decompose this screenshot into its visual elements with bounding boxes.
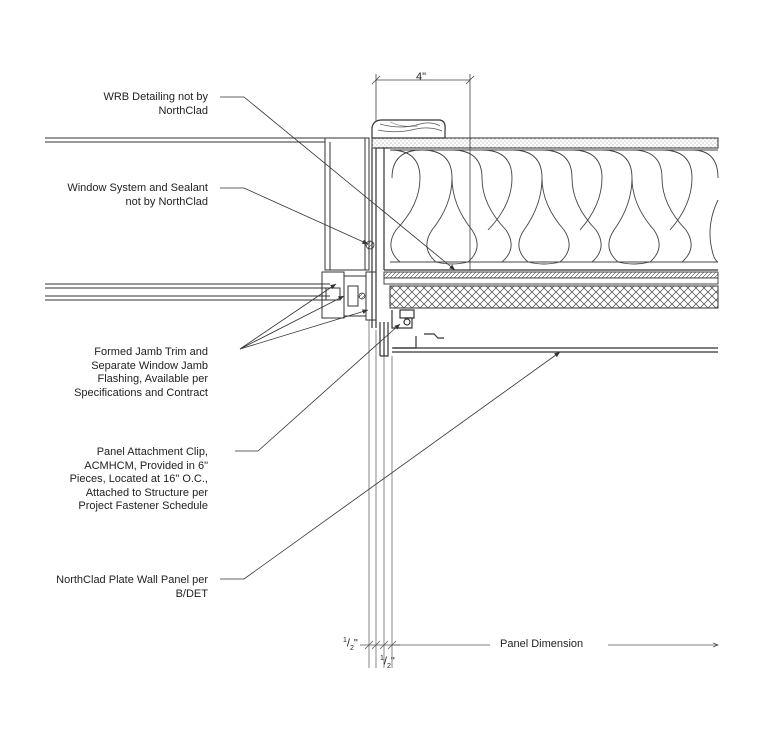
window-frame: [45, 137, 377, 321]
half-left-unit: ": [353, 637, 358, 650]
top-width-dimension: 4": [416, 71, 427, 83]
half-right-denominator: 2: [386, 662, 391, 670]
sheathing-layer: [383, 271, 719, 285]
sealant-bead: [358, 240, 375, 300]
batt-insulation: [389, 149, 719, 265]
rigid-insulation: [389, 285, 719, 309]
half-left-denominator: 2: [349, 644, 354, 652]
panel-attachment-clip: [391, 309, 444, 349]
half-inch-left-dimension: 1/2": [343, 637, 358, 652]
half-inch-right-dimension: 1/2": [380, 655, 395, 670]
bottom-dimension-lines: [360, 320, 718, 668]
window-system-callout: Window System and Sealant not by NorthCl…: [67, 182, 208, 208]
half-right-numerator: 1: [380, 655, 384, 662]
jamb-trim-callout: Formed Jamb Trim and Separate Window Jam…: [74, 346, 208, 399]
framing-stud: [371, 147, 718, 328]
plate-panel-callout: NorthClad Plate Wall Panel per B/DET: [56, 574, 208, 600]
top-sheathing: [371, 137, 719, 149]
wood-blocking: [371, 119, 446, 139]
half-right-unit: ": [390, 655, 395, 668]
panel-dimension-label: Panel Dimension: [500, 638, 584, 650]
plate-wall-panel: [379, 322, 718, 357]
top-dimension: [371, 74, 475, 270]
leader-lines: [220, 96, 561, 580]
attachment-clip-callout: Panel Attachment Clip, ACMHCM, Provided …: [69, 446, 208, 512]
half-left-numerator: 1: [343, 637, 347, 644]
wrb-callout: WRB Detailing not by NorthClad: [103, 91, 208, 117]
